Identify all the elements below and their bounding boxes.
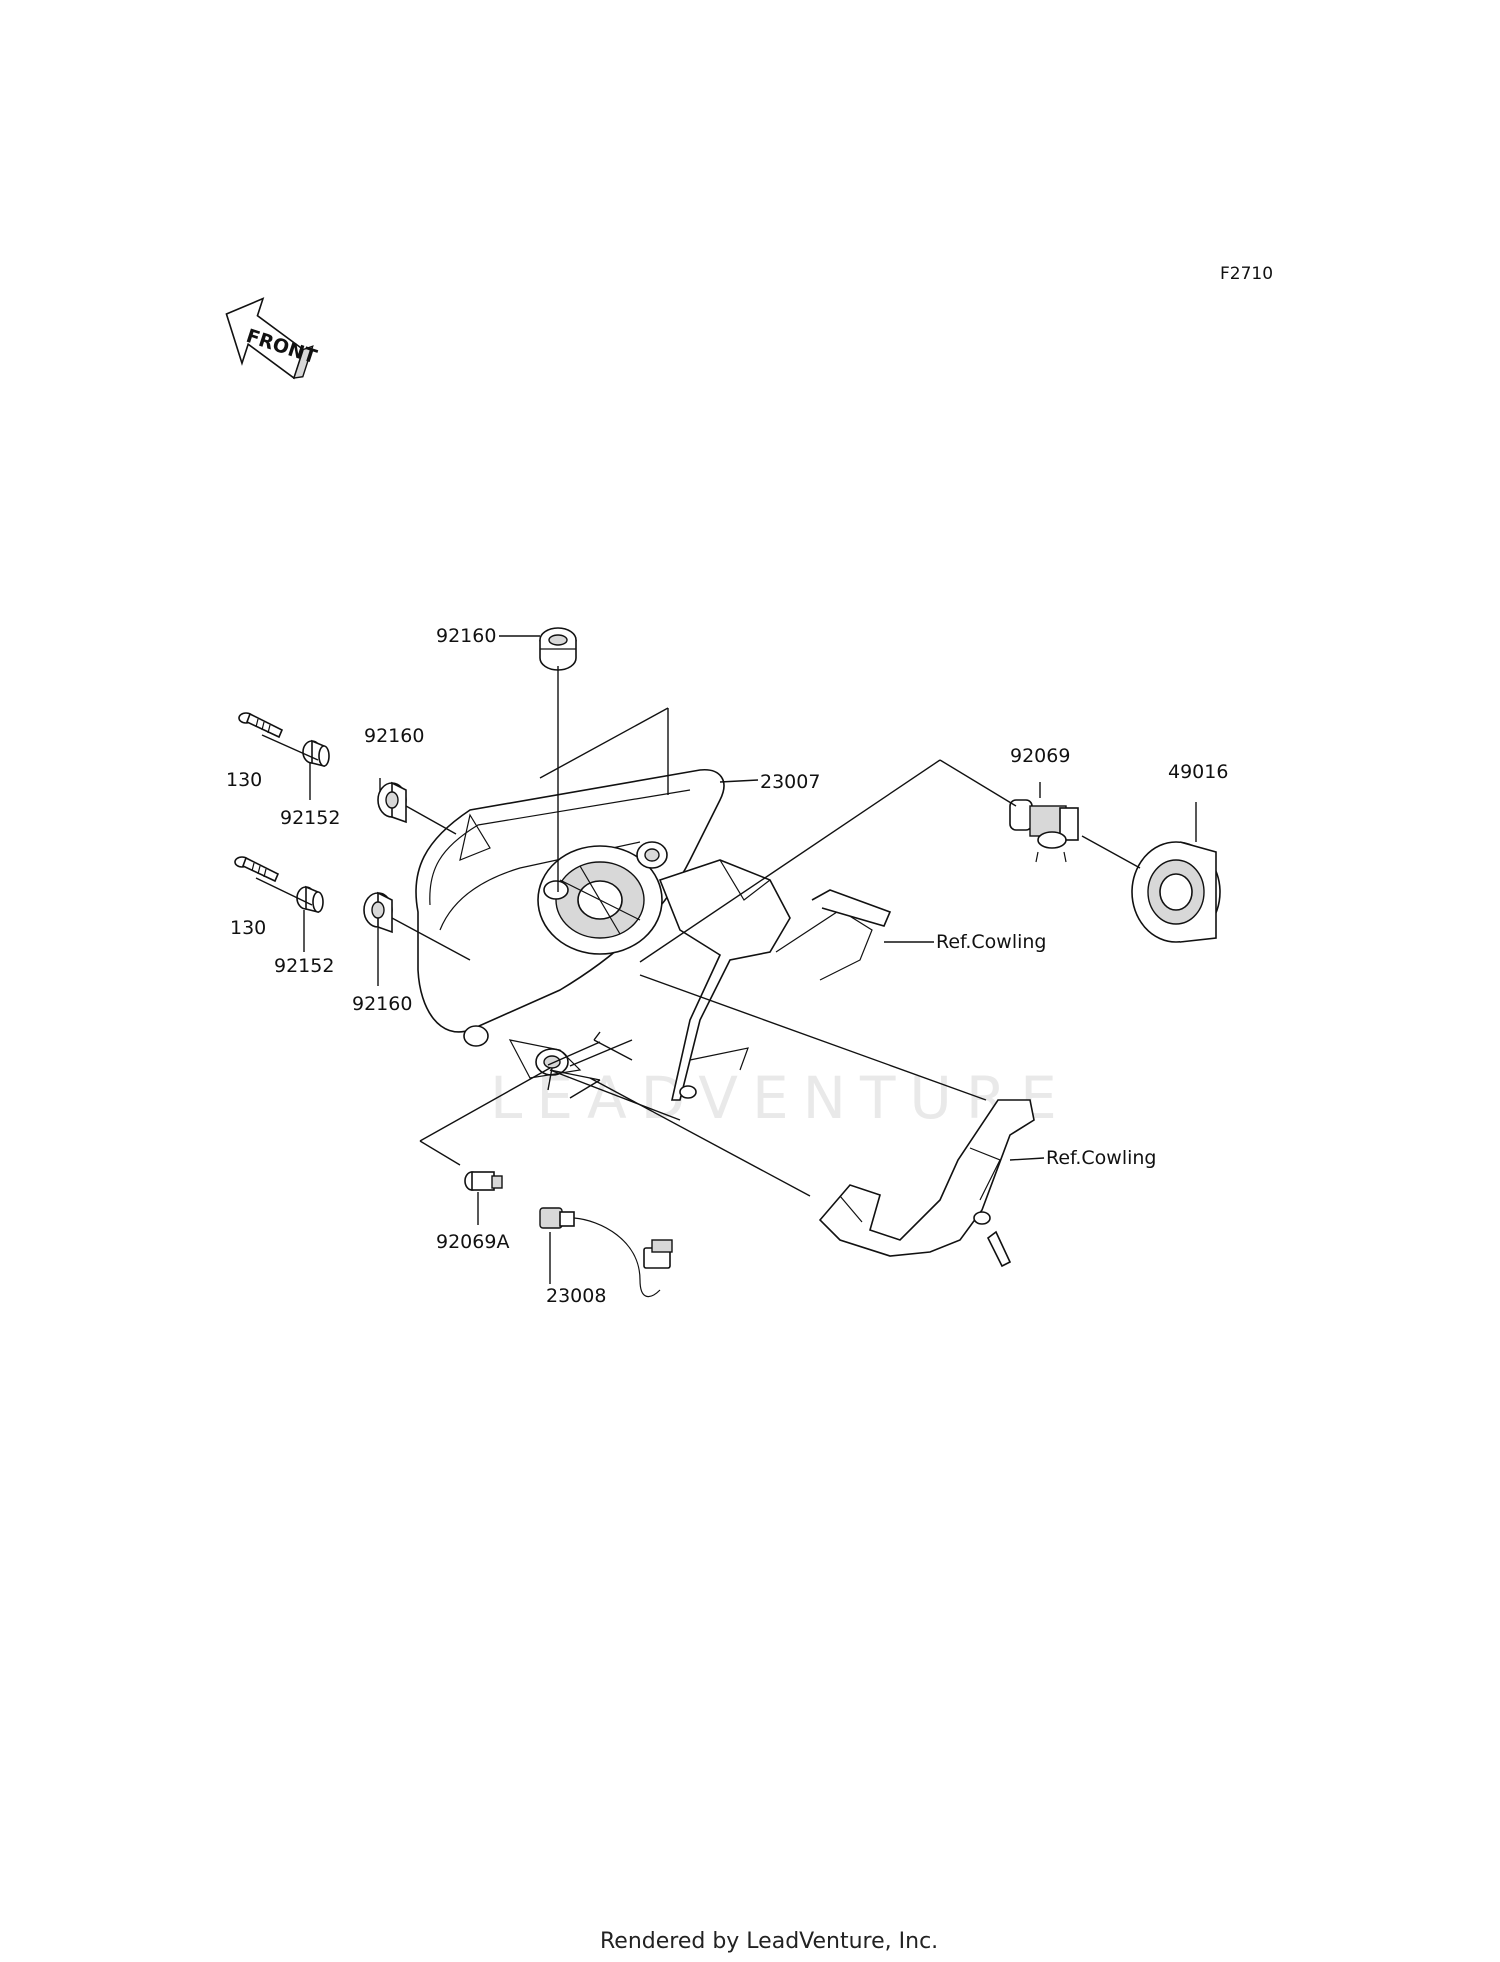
position-bulb-part (464, 1171, 503, 1191)
callout-92152-upper: 92152 (280, 807, 340, 829)
callout-92069a: 92069A (436, 1231, 509, 1253)
bolt-lower-part (234, 856, 280, 883)
leader-lines (255, 635, 1197, 1284)
callout-23008: 23008 (546, 1285, 606, 1307)
callout-92160-top: 92160 (436, 625, 496, 647)
lower-bracket-part (818, 1099, 1035, 1268)
callout-92152-lower: 92152 (274, 955, 334, 977)
callout-ref-cowling-upper: Ref.Cowling (936, 931, 1046, 953)
callout-49016: 49016 (1168, 761, 1228, 783)
watermark-text: LEADVENTURE (490, 1064, 1071, 1132)
callout-130-upper: 130 (226, 769, 262, 791)
socket-harness-part (539, 1207, 673, 1298)
callout-92160-lower: 92160 (352, 993, 412, 1015)
front-arrow-icon: FRONT (225, 297, 319, 380)
callout-130-lower: 130 (230, 917, 266, 939)
callout-92160-left: 92160 (364, 725, 424, 747)
callout-92069: 92069 (1010, 745, 1070, 767)
headlight-bulb-part (1009, 799, 1079, 863)
upper-bracket-part (658, 859, 892, 1101)
callout-23007: 23007 (760, 771, 820, 793)
grommet-top-part (539, 627, 577, 671)
collar-upper-part (302, 739, 330, 768)
grommet-lower-part (363, 891, 393, 934)
diagram-code: F2710 (1220, 264, 1273, 284)
dust-cover-part (1131, 841, 1221, 943)
grommet-left-part (377, 781, 407, 824)
bolt-upper-part (238, 712, 284, 739)
footer-credit: Rendered by LeadVenture, Inc. (600, 1929, 938, 1954)
callout-ref-cowling-lower: Ref.Cowling (1046, 1147, 1156, 1169)
headlight-assembly-part (415, 769, 725, 1079)
